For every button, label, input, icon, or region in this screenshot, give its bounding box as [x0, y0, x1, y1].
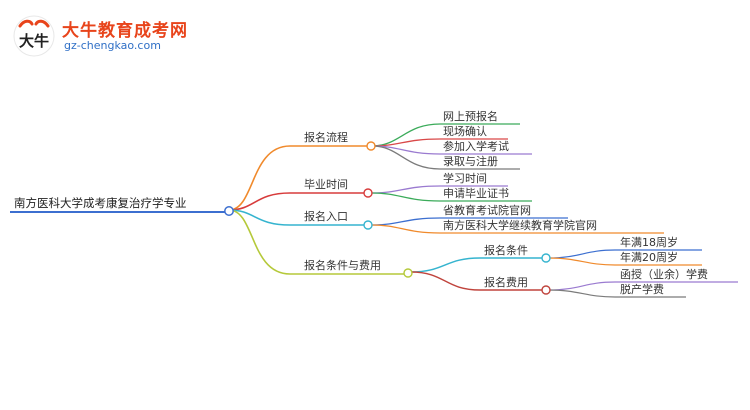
connector-b2-c2 [371, 192, 532, 202]
branch-node-2[interactable]: 毕业时间 [304, 178, 348, 191]
connector-branch-2 [228, 192, 367, 211]
site-logo[interactable]: 大牛 大牛教育成考网 gz-chengkao.com [12, 14, 212, 58]
sub-branch-fees[interactable]: 报名费用 [484, 275, 528, 289]
connector-branch-1 [228, 145, 370, 211]
leaf-b2-1[interactable]: 学习时间 [443, 171, 487, 185]
leaf-b1-1[interactable]: 网上预报名 [443, 109, 498, 123]
connector-b4-c1-g2 [547, 257, 702, 266]
leaf-b3-2[interactable]: 南方医科大学继续教育学院官网 [443, 218, 597, 232]
logo-url: gz-chengkao.com [64, 39, 161, 52]
branch-node-3[interactable]: 报名入口 [304, 209, 348, 223]
leaf-b4-1-2[interactable]: 年满20周岁 [620, 250, 678, 264]
connector-b4-c2 [410, 271, 543, 291]
connector-branch-3 [228, 209, 367, 226]
branch-node-4[interactable]: 报名条件与费用 [304, 258, 381, 272]
bull-logo-icon: 大牛 [13, 15, 55, 57]
branch-1-toggle-icon[interactable] [366, 141, 376, 151]
leaf-b3-1[interactable]: 省教育考试院官网 [443, 203, 531, 217]
connector-branch-4 [228, 209, 407, 275]
logo-title: 大牛教育成考网 [62, 21, 188, 41]
connector-b3-c2 [371, 224, 664, 234]
branch-2-toggle-icon[interactable] [363, 188, 373, 198]
leaf-b4-1-1[interactable]: 年满18周岁 [620, 235, 678, 249]
sub-branch-conditions-toggle-icon[interactable] [541, 253, 551, 263]
connector-b1-c4 [371, 145, 520, 170]
sub-branch-conditions[interactable]: 报名条件 [484, 243, 528, 257]
root-node[interactable]: 南方医科大学成考康复治疗学专业 [14, 196, 187, 210]
leaf-b1-3[interactable]: 参加入学考试 [443, 139, 509, 153]
branch-node-1[interactable]: 报名流程 [304, 130, 348, 144]
nodes: 南方医科大学成考康复治疗学专业 报名流程 毕业时间 报名入口 报名条件与费用 网… [14, 109, 708, 296]
connectors [10, 123, 738, 298]
leaf-b4-2-1[interactable]: 函授（业余）学费 [620, 267, 708, 281]
logo-mark-text: 大牛 [19, 32, 49, 50]
connector-b4-c2-g2 [547, 289, 686, 298]
leaf-b2-2[interactable]: 申请毕业证书 [443, 187, 509, 200]
branch-3-toggle-icon[interactable] [363, 220, 373, 230]
leaf-b1-4[interactable]: 录取与注册 [443, 154, 498, 168]
branch-4-toggle-icon[interactable] [403, 268, 413, 278]
sub-branch-fees-toggle-icon[interactable] [541, 285, 551, 295]
connector-b4-c1 [410, 257, 543, 273]
leaf-b1-2[interactable]: 现场确认 [443, 124, 487, 138]
leaf-b4-2-2[interactable]: 脱产学费 [620, 282, 664, 296]
root-toggle-icon[interactable] [224, 206, 234, 216]
